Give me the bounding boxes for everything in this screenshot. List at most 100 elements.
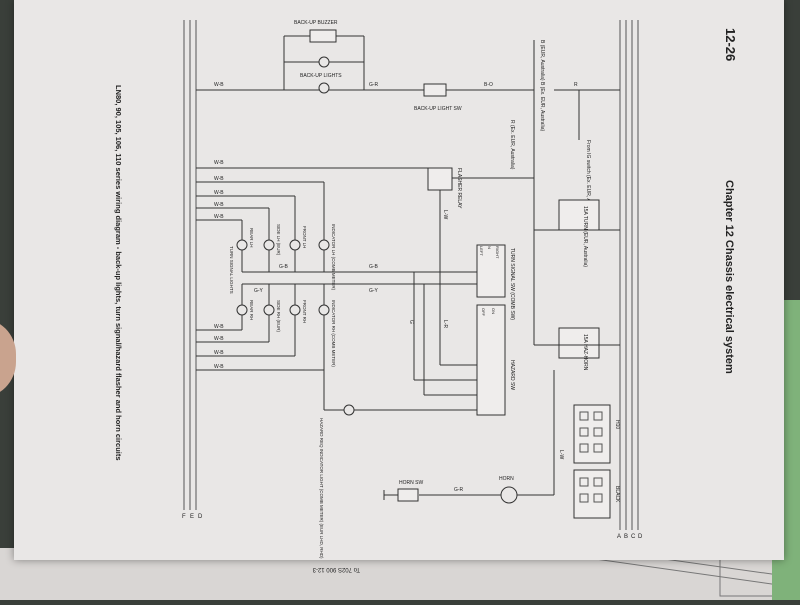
indicator-lh-bulb <box>318 239 330 251</box>
wire-code: W-B <box>214 324 224 330</box>
rail-label-left: F <box>182 514 186 520</box>
connector-black <box>573 469 611 519</box>
underlying-box <box>719 555 781 597</box>
backup-light-lh-bulb <box>318 56 330 68</box>
switch-row-label: LEFT <box>479 246 484 256</box>
wire-code: R <box>574 82 578 88</box>
front-rh-bulb <box>289 304 301 316</box>
backup-lights-label: BACK-UP LIGHTS <box>300 73 342 79</box>
wire-code: L-W <box>442 210 448 219</box>
connector-h10-label: H10 <box>614 420 620 429</box>
wire-code: G-B <box>369 264 379 270</box>
connector-pin <box>579 443 589 453</box>
rear-rh-bulb <box>236 304 248 316</box>
wiring-diagram: 12-26 Chapter 12 Chassis electrical syst… <box>114 20 738 559</box>
haz-horn-fuse-box <box>558 327 600 359</box>
wire-code: W-B <box>214 350 224 356</box>
manual-page: 12-26 Chapter 12 Chassis electrical syst… <box>14 0 784 560</box>
haz-fuse-label: 15A HAZ-HORN <box>582 334 588 371</box>
backup-light-rh-bulb <box>318 82 330 94</box>
front-lh-bulb <box>289 239 301 251</box>
rear-rh-label: REAR RH <box>249 300 254 320</box>
indicator-lh-label: INDICATOR LH (COMB METER) <box>331 224 336 291</box>
flasher-relay-label: FLASHER RELAY <box>456 168 462 209</box>
wire-code: G-Y <box>369 288 379 294</box>
wire-code: G <box>408 320 414 324</box>
turn-signal-sw-label: TURN SIGNAL SW (COMB SW) <box>509 248 515 320</box>
r-ex-label: R (Ex. EUR, Australia) <box>509 120 515 170</box>
side-lh-label: SIDE LH (EUR) <box>276 224 281 256</box>
horn-sw-label: HORN SW <box>399 480 423 486</box>
ignition-source-label: B (EUR, Australia) B (Ex. EUR, Australia… <box>539 40 545 131</box>
horn-switch-symbol[interactable] <box>397 488 419 502</box>
wire-code: W-B <box>214 190 224 196</box>
wire-code: W-B <box>214 176 224 182</box>
thumb <box>0 318 16 398</box>
rail-label-left: D <box>198 514 203 520</box>
underlying-page-text: To 702S 900 12-3 <box>312 566 360 572</box>
side-lh-bulb <box>263 239 275 251</box>
turn-fuse-label: 15A TURN (EUR, Australia) <box>582 206 588 267</box>
wire-code: W-B <box>214 160 224 166</box>
backup-light-switch-symbol[interactable] <box>423 83 447 97</box>
turn-signal-switch-table <box>476 244 506 298</box>
wire-code: W-B <box>214 364 224 370</box>
wire-code: L-R <box>442 320 448 328</box>
horn-label: HORN <box>499 476 514 482</box>
turn-fuse-box <box>558 199 600 231</box>
from-ig-label: From IG switch (Ex. EUR, Australia) <box>585 140 591 220</box>
connector-pin <box>593 443 603 453</box>
rail-label-right: A <box>617 534 621 540</box>
backup-buzzer-label: BACK-UP BUZZER <box>294 20 338 26</box>
side-rh-label: SIDE RH (EUR) <box>276 300 281 333</box>
front-rh-label: FRONT RH <box>302 300 307 323</box>
connector-black-label: BLACK <box>614 486 620 503</box>
connector-pin <box>579 477 589 487</box>
backup-light-sw-label: BACK-UP LIGHT SW <box>414 106 462 112</box>
wire-code: L-W <box>558 450 564 459</box>
connector-pin <box>593 477 603 487</box>
connector-h10 <box>573 404 611 464</box>
wire-code: W-B <box>214 202 224 208</box>
backup-buzzer-symbol <box>309 29 337 43</box>
connector-pin <box>579 427 589 437</box>
wire-code: G-R <box>369 82 379 88</box>
wire-code: G-R <box>454 487 464 493</box>
wire-code: W-B <box>214 336 224 342</box>
indicator-rh-label: INDICATOR RH (COMB METER) <box>331 300 336 367</box>
rail-label-left: E <box>190 514 194 520</box>
connector-pin <box>579 493 589 503</box>
page-number: 12-26 <box>723 28 738 61</box>
switch-row-label: ON <box>491 308 496 314</box>
hazard-sw-label: HAZARD SW <box>509 360 515 390</box>
connector-pins <box>579 411 603 503</box>
connector-pin <box>593 427 603 437</box>
rail-label-right: D <box>638 534 643 540</box>
diagram-caption: LN80, 90, 105, 106, 110 series wiring di… <box>114 85 123 461</box>
wire-code: B-O <box>484 82 493 88</box>
wire-code: W-B <box>214 214 224 220</box>
rear-lh-label: REAR LH <box>249 228 254 248</box>
horn-symbol <box>500 486 518 504</box>
front-lh-label: FRONT LH <box>302 226 307 248</box>
switch-row-label: N <box>487 246 492 249</box>
wire-code: G-B <box>279 264 289 270</box>
indicator-rh-bulb <box>318 304 330 316</box>
chapter-title: Chapter 12 Chassis electrical system <box>723 180 735 374</box>
rail-label-right: C <box>631 534 636 540</box>
side-rh-bulb <box>263 304 275 316</box>
turn-signal-lights-label: TURN SIGNAL LIGHTS <box>229 246 234 294</box>
flasher-relay-box <box>427 167 453 191</box>
connector-pin <box>579 411 589 421</box>
wire-code: W-B <box>214 82 224 88</box>
rail-label-right: B <box>624 534 628 540</box>
hazard-switch-table <box>476 304 506 416</box>
hazard-indicator-bulb <box>343 404 355 416</box>
switch-row-label: OFF <box>481 308 486 317</box>
connector-pin <box>593 411 603 421</box>
rear-lh-bulb <box>236 239 248 251</box>
hazard-indicator-label: HAZARD REQ INDICATOR LIGHT (COMB METER) … <box>319 418 324 559</box>
wire-code: G-Y <box>254 288 264 294</box>
connector-pin <box>593 493 603 503</box>
